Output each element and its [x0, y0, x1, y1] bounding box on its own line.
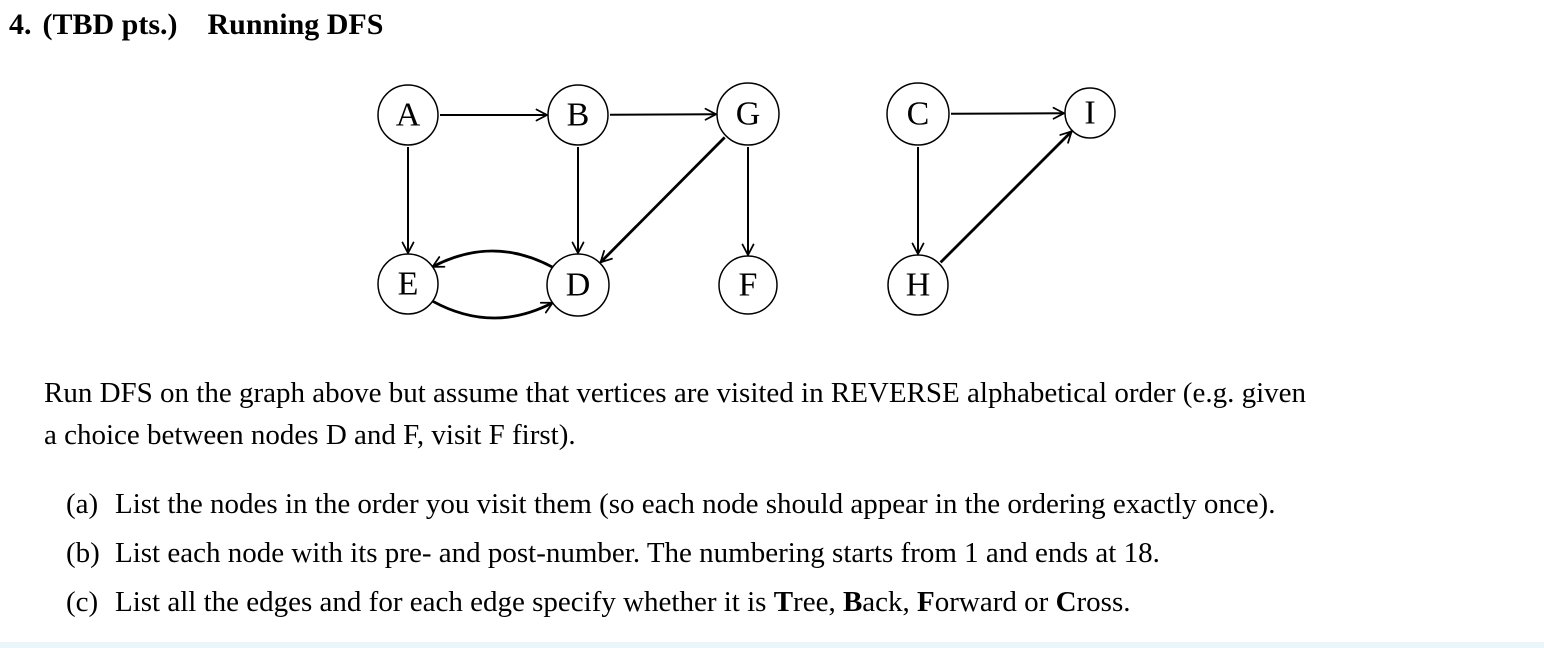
graph-edge-G-D	[599, 136, 726, 264]
graph-node-circle-E	[377, 253, 439, 315]
graph-edge-C-I	[950, 106, 1066, 120]
question-a-text: List the nodes in the order you visit th…	[115, 488, 1276, 520]
question-a-label: (a)	[66, 488, 99, 520]
bottom-highlight-bar	[0, 642, 1544, 648]
graph-edge-H-I	[939, 130, 1073, 264]
graph-node-circle-A	[377, 84, 439, 146]
graph-node-label-F: F	[739, 267, 758, 304]
question-b-text: List each node with its pre- and post-nu…	[115, 537, 1160, 569]
question-c-text: List all the edges and for each edge spe…	[115, 586, 1131, 618]
graph-node-I: I	[1064, 87, 1116, 139]
graph-node-circle-H	[887, 254, 949, 316]
graph-node-H: H	[887, 254, 949, 316]
graph-node-E: E	[377, 253, 439, 315]
question-c-label: (c)	[66, 586, 99, 618]
graph-node-circle-G	[716, 82, 780, 146]
graph-node-C: C	[886, 82, 950, 146]
graph-node-label-E: E	[398, 266, 419, 303]
graph-node-circle-B	[547, 84, 609, 146]
problem-points: (TBD pts.)	[42, 8, 178, 41]
problem-title: Running DFS	[207, 8, 384, 41]
question-c: (c) List all the edges and for each edge…	[0, 584, 1544, 620]
graph-node-label-A: A	[396, 97, 421, 134]
graph-node-label-I: I	[1084, 95, 1095, 132]
statement-line-1: Run DFS on the graph above but assume th…	[44, 377, 1306, 409]
graph-node-circle-D	[546, 253, 610, 317]
graph-node-label-B: B	[567, 97, 590, 134]
graph-node-G: G	[716, 82, 780, 146]
graph-node-F: F	[718, 255, 778, 315]
graph-node-circle-F	[718, 255, 778, 315]
graph-node-label-H: H	[906, 267, 931, 304]
statement-line-2: a choice between nodes D and F, visit F …	[44, 419, 576, 451]
problem-number: 4.	[9, 8, 32, 41]
graph-node-circle-C	[886, 82, 950, 146]
graph-edge-E-D	[431, 299, 555, 320]
graph-node-A: A	[377, 84, 439, 146]
graph-edge-B-G	[609, 107, 718, 121]
graph-node-B: B	[547, 84, 609, 146]
graph-node-label-C: C	[907, 96, 930, 133]
problem-heading: 4. (TBD pts.) Running DFS	[9, 6, 383, 44]
graph-node-circle-I	[1064, 87, 1116, 139]
graph-node-label-D: D	[566, 267, 591, 304]
question-b: (b) List each node with its pre- and pos…	[0, 535, 1544, 571]
graph-node-D: D	[546, 253, 610, 317]
graph-node-label-G: G	[736, 96, 761, 133]
graph-edge-D-E	[430, 249, 554, 269]
question-b-label: (b)	[66, 537, 100, 569]
question-a: (a) List the nodes in the order you visi…	[0, 486, 1544, 522]
